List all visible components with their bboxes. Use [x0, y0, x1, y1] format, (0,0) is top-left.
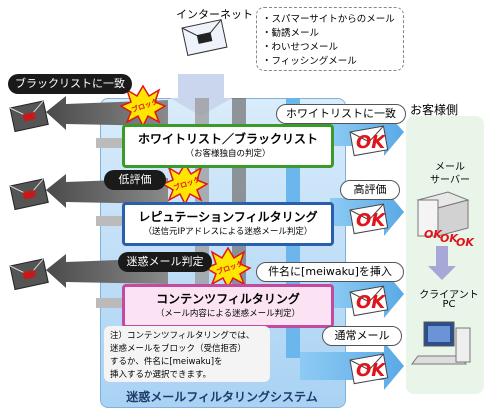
filter-3-connector: [96, 298, 124, 308]
mail-server-label-2: サーバー: [430, 175, 470, 186]
filter-content: コンテンツフィルタリング （メール内容による迷惑メール判定）: [122, 284, 334, 328]
client-pc-icon: [411, 321, 471, 365]
internet-down-arrow-body: [178, 74, 224, 100]
rejected-envelope-icon-2: [9, 178, 49, 211]
client-pc-label-1: クライアント: [419, 290, 479, 301]
rejected-envelope-icon-3: [9, 258, 49, 291]
ok-envelope-icon-3: [349, 285, 389, 317]
filter-whitelist-blacklist: ホワイトリスト／ブラックリスト （お客様独自の判定）: [122, 124, 334, 168]
internet-envelope-icon: [181, 19, 228, 56]
spam-type-4: ・フィッシングメール: [262, 56, 357, 67]
ok-mark-1: OK: [356, 132, 386, 153]
note-line-3: するか、件名に[meiwaku]を: [110, 357, 223, 367]
note-line-4: 挿入するか選択できます。: [110, 370, 212, 380]
ok-envelope-icon-1: [349, 125, 389, 157]
server-ok-mark-3: OK: [456, 236, 474, 249]
filter-2-subtitle: （送信元IPアドレスによる迷惑メール判定）: [143, 227, 313, 237]
filter-2-title: レピュテーションフィルタリング: [138, 210, 318, 224]
filter-2-connector: [96, 216, 124, 226]
rejected-envelope-icon-1: [9, 100, 49, 133]
server-to-pc-arrow-body: [436, 246, 448, 268]
reject-label-blacklist: ブラックリストに一致: [8, 74, 132, 94]
mail-server-icon: [416, 191, 470, 237]
server-ok-mark-1: OK: [424, 228, 442, 241]
content-filter-note-box: [104, 326, 270, 382]
ok-envelope-icon-2: [349, 203, 389, 235]
filter-3-subtitle: （メール内容による迷惑メール判定）: [155, 309, 301, 319]
spam-types-box: [256, 7, 404, 71]
spam-type-2: ・勧誘メール: [262, 28, 320, 39]
note-line-2: 迷惑メールをブロック（受信拒否）: [110, 344, 247, 354]
reject-label-low-reputation: 低評価: [104, 170, 166, 190]
filter-3-title: コンテンツフィルタリング: [156, 292, 300, 306]
server-to-pc-arrow-head: [428, 266, 456, 280]
note-line-1: 注）コンテンツフィルタリングでは、: [110, 331, 255, 341]
customer-side-label: お客様側: [410, 103, 459, 117]
pass-label-normal-mail: 通常メール: [322, 326, 402, 346]
system-label: 迷惑メールフィルタリングシステム: [126, 390, 318, 404]
filter-reputation: レピュテーションフィルタリング （送信元IPアドレスによる迷惑メール判定）: [122, 202, 334, 246]
filter-1-title: ホワイトリスト／ブラックリスト: [137, 132, 318, 146]
pass-label-high-reputation: 高評価: [340, 180, 400, 200]
client-pc-label-2: PC: [442, 299, 456, 310]
reject-label-spam: 迷惑メール判定: [118, 252, 212, 272]
pass-label-meiwaku: 件名に[meiwaku]を挿入: [256, 262, 404, 282]
filter-1-connector: [96, 138, 124, 148]
ok-envelope-icon-4: [349, 353, 389, 385]
server-ok-mark-2: OK: [440, 232, 458, 245]
spam-type-3: ・わいせつメール: [262, 42, 339, 53]
mail-server-label-1: メール: [435, 162, 465, 173]
internet-label: インターネット: [176, 8, 253, 21]
ok-mark-4: OK: [356, 360, 386, 381]
spam-type-1: ・スパマーサイトからのメール: [262, 14, 395, 25]
ok-mark-2: OK: [356, 210, 386, 231]
filter-1-subtitle: （お客様独自の判定）: [185, 149, 271, 159]
ok-mark-3: OK: [356, 292, 386, 313]
pass-label-whitelist: ホワイトリストに一致: [276, 104, 406, 124]
